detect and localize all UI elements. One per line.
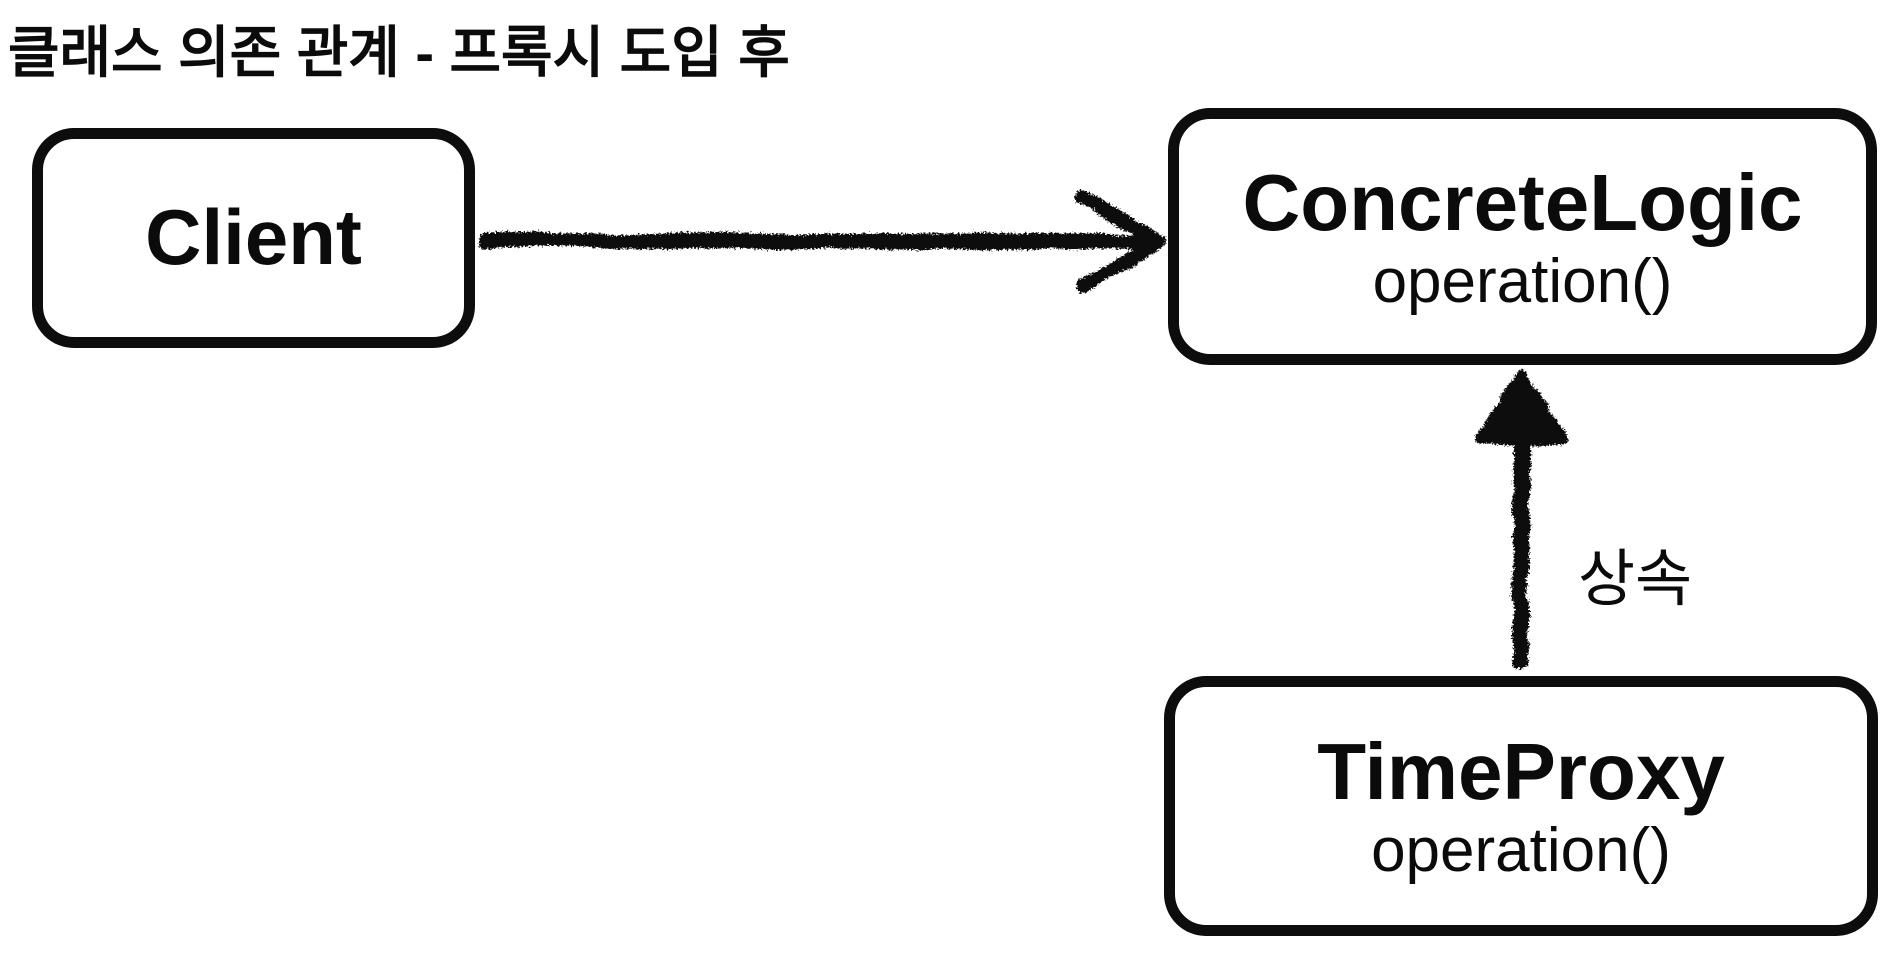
node-time-proxy-method: operation() <box>1371 816 1671 885</box>
node-time-proxy: TimeProxy operation() <box>1164 676 1878 936</box>
node-concrete-logic-method: operation() <box>1372 246 1673 316</box>
diagram-title: 클래스 의존 관계 - 프록시 도입 후 <box>8 21 790 84</box>
inheritance-label: 상속 <box>1578 545 1693 614</box>
dependency-arrow <box>478 189 1166 294</box>
inheritance-arrow <box>1475 370 1567 670</box>
node-time-proxy-title: TimeProxy <box>1317 727 1725 816</box>
node-client: Client <box>32 128 475 348</box>
node-concrete-logic: ConcreteLogic operation() <box>1168 108 1877 365</box>
node-concrete-logic-title: ConcreteLogic <box>1242 157 1803 247</box>
node-client-title: Client <box>145 193 362 282</box>
